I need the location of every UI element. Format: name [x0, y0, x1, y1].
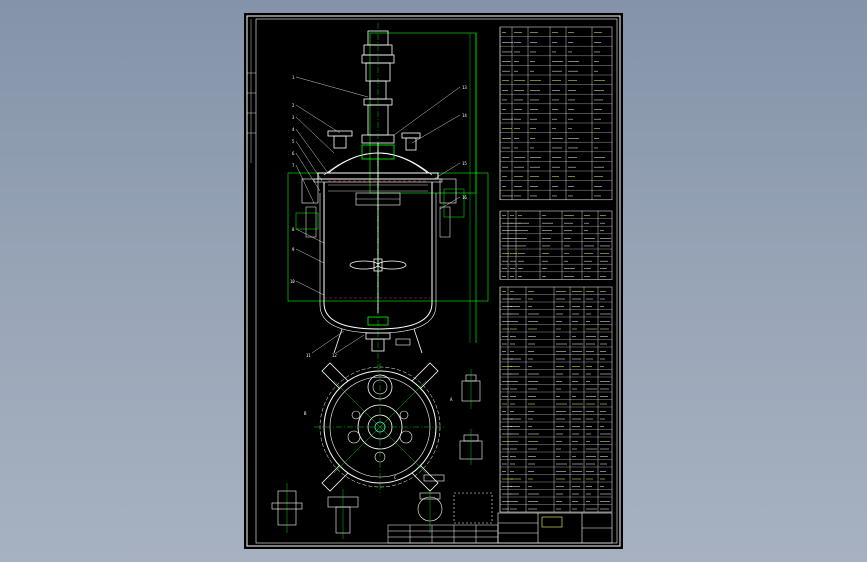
- svg-text:1: 1: [292, 75, 295, 80]
- nozzle-table: [499, 210, 613, 280]
- detail-views: [423, 369, 483, 482]
- svg-text:13: 13: [462, 85, 467, 90]
- svg-text:4: 4: [292, 127, 295, 132]
- title-block: [497, 512, 613, 544]
- svg-text:14: 14: [462, 113, 467, 118]
- binding-strip: [247, 19, 256, 163]
- flange-details: [271, 483, 493, 539]
- svg-text:3: 3: [292, 115, 295, 120]
- title-strip: [387, 524, 499, 544]
- svg-text:16: 16: [462, 195, 467, 200]
- svg-text:6: 6: [292, 151, 295, 156]
- svg-text:C: C: [394, 475, 397, 480]
- svg-text:A: A: [450, 397, 453, 402]
- svg-text:B: B: [304, 411, 307, 416]
- inner-border: [255, 18, 618, 544]
- svg-text:15: 15: [462, 161, 467, 166]
- svg-text:10: 10: [290, 279, 295, 284]
- svg-text:11: 11: [306, 353, 311, 358]
- svg-text:2: 2: [292, 103, 295, 108]
- outer-border: [246, 15, 621, 547]
- svg-text:9: 9: [292, 247, 295, 252]
- svg-text:8: 8: [292, 227, 295, 232]
- svg-text:7: 7: [292, 163, 295, 168]
- svg-text:12: 12: [332, 353, 337, 358]
- top-plan-view: A B C: [304, 362, 453, 493]
- svg-text:5: 5: [292, 139, 295, 144]
- parts-list-table: [499, 286, 613, 513]
- spec-table: [499, 26, 613, 201]
